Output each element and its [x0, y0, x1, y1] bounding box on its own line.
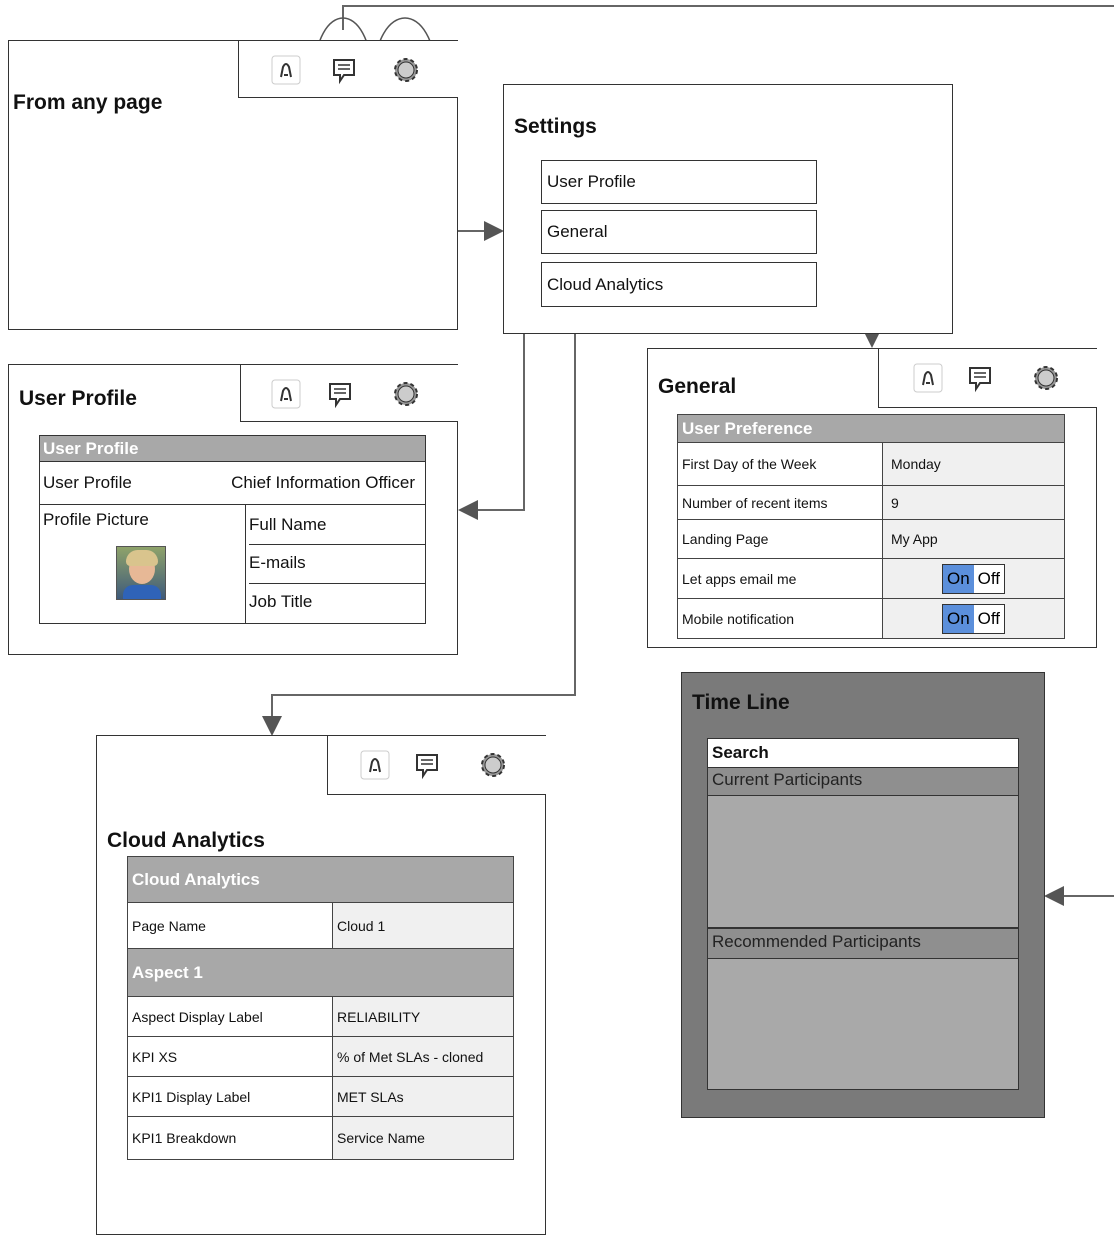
user-profile-table-header: User Profile	[40, 436, 425, 462]
pref-label: Mobile notification	[677, 598, 883, 639]
settings-title: Settings	[514, 115, 597, 138]
toggle-off[interactable]: Off	[973, 604, 1005, 633]
gear-icon[interactable]	[391, 379, 421, 409]
timeline-panel: Time Line Search Current Participants Re…	[681, 672, 1045, 1118]
icon-bar	[327, 735, 546, 795]
aspect-row-value[interactable]: RELIABILITY	[332, 996, 514, 1037]
divider	[40, 504, 425, 505]
user-profile-title: User Profile	[19, 387, 137, 410]
timeline-search[interactable]: Search	[707, 738, 1019, 768]
emails-field[interactable]: E-mails	[249, 545, 425, 584]
cloud-analytics-title: Cloud Analytics	[107, 829, 265, 852]
general-title: General	[658, 375, 737, 398]
toggle-off[interactable]: Off	[973, 564, 1005, 593]
divider	[245, 504, 246, 624]
recommended-participants-list[interactable]	[707, 958, 1019, 1090]
aspect-row-value[interactable]: Service Name	[332, 1116, 514, 1160]
settings-item-cloud-analytics[interactable]: Cloud Analytics	[541, 262, 817, 307]
aspect-header: Aspect 1	[127, 948, 514, 997]
toggle-on[interactable]: On	[942, 604, 974, 633]
user-icon[interactable]	[913, 363, 943, 393]
icon-bar	[238, 40, 458, 98]
current-participants-list[interactable]	[707, 796, 1019, 928]
timeline-title: Time Line	[692, 691, 790, 714]
page-name-value[interactable]: Cloud 1	[332, 902, 514, 949]
gear-icon[interactable]	[1031, 363, 1061, 393]
avatar	[116, 546, 166, 600]
aspect-row-label: KPI1 Breakdown	[127, 1116, 333, 1160]
aspect-row-value[interactable]: % of Met SLAs - cloned	[332, 1036, 514, 1077]
icon-bar	[878, 348, 1097, 408]
aspect-row-value[interactable]: MET SLAs	[332, 1076, 514, 1117]
settings-item-general[interactable]: General	[541, 210, 817, 254]
job-title-field[interactable]: Job Title	[249, 592, 313, 611]
recommended-participants-header: Recommended Participants	[707, 928, 1019, 959]
aspect-row-label: KPI XS	[127, 1036, 333, 1077]
profile-picture-label: Profile Picture	[43, 510, 149, 529]
cloud-analytics-header: Cloud Analytics	[127, 856, 514, 903]
comment-icon[interactable]	[412, 750, 442, 780]
from-any-page-title: From any page	[13, 91, 163, 114]
pref-label: Landing Page	[677, 519, 883, 559]
full-name-field[interactable]: Full Name	[249, 505, 425, 545]
user-icon[interactable]	[271, 379, 301, 409]
pref-label: First Day of the Week	[677, 442, 883, 486]
pref-value[interactable]: Monday	[882, 442, 1065, 486]
user-profile-row-label: User Profile	[43, 473, 132, 492]
current-participants-header: Current Participants	[707, 768, 1019, 796]
aspect-row-label: KPI1 Display Label	[127, 1076, 333, 1117]
pref-value[interactable]: 9	[882, 485, 1065, 520]
pref-value[interactable]: My App	[882, 519, 1065, 559]
user-icon[interactable]	[271, 55, 301, 85]
gear-icon[interactable]	[478, 750, 508, 780]
pref-label: Number of recent items	[677, 485, 883, 520]
gear-icon[interactable]	[391, 55, 421, 85]
comment-icon[interactable]	[329, 55, 359, 85]
comment-icon[interactable]	[965, 363, 995, 393]
user-preference-header: User Preference	[677, 414, 1065, 443]
icon-bar	[240, 364, 458, 422]
settings-item-user-profile[interactable]: User Profile	[541, 160, 817, 204]
page-name-label: Page Name	[127, 902, 333, 949]
aspect-row-label: Aspect Display Label	[127, 996, 333, 1037]
user-icon[interactable]	[360, 750, 390, 780]
toggle-on[interactable]: On	[942, 564, 974, 593]
user-profile-table: User Profile User Profile Chief Informat…	[39, 435, 426, 624]
comment-icon[interactable]	[325, 379, 355, 409]
from-any-page-panel: From any page	[8, 40, 458, 330]
user-profile-row-value: Chief Information Officer	[231, 473, 415, 492]
pref-label: Let apps email me	[677, 558, 883, 599]
